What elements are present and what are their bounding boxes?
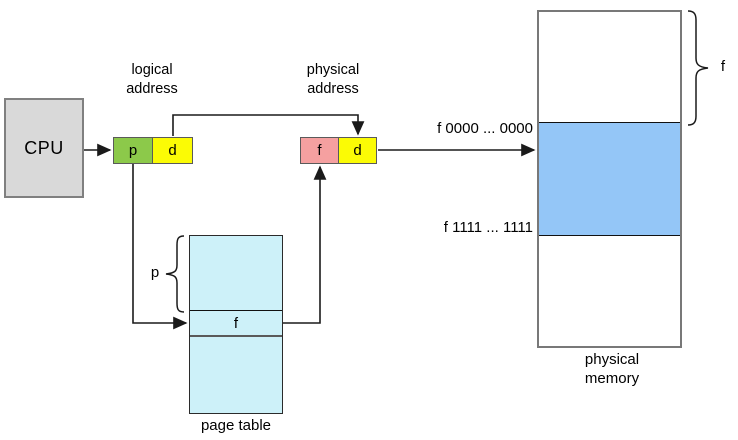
logical-address-caption: logical address	[102, 61, 202, 99]
physical-memory-frame-band	[539, 122, 680, 236]
logical-offset-cell: d	[153, 137, 193, 164]
f-frame-brace	[687, 10, 709, 126]
physical-memory-caption-line2: memory	[584, 370, 640, 387]
frame-brace-label: f	[720, 58, 726, 75]
logical-offset-label: d	[168, 142, 177, 159]
frame-start-address-label: f 0000 ... 0000	[437, 120, 533, 137]
physical-address-caption-line1: physical	[306, 62, 360, 78]
page-table-entry-row: f	[190, 310, 282, 337]
physical-memory-caption: physical memory	[562, 350, 662, 388]
p-index-brace	[165, 235, 185, 313]
physical-offset-cell: d	[339, 137, 377, 164]
physical-address-register: f d	[300, 137, 377, 164]
logical-page-number-cell: p	[113, 137, 153, 164]
cpu-box: CPU	[4, 98, 84, 198]
frame-end-address-label: f 1111 ... 1111	[443, 219, 533, 236]
connector-page-number-to-page-table	[132, 164, 188, 330]
physical-address-caption-line2: address	[307, 81, 359, 97]
physical-offset-label: d	[353, 142, 362, 159]
logical-page-number-label: p	[128, 142, 138, 159]
physical-frame-number-label: f	[317, 142, 322, 159]
physical-frame-number-cell: f	[300, 137, 339, 164]
page-table-entry-label: f	[233, 314, 239, 332]
connector-page-table-to-frame-number	[283, 165, 327, 324]
logical-address-caption-line2: address	[126, 81, 178, 97]
logical-address-caption-line1: logical	[131, 62, 173, 78]
page-index-brace-label: p	[150, 264, 160, 281]
page-table-box: f	[189, 235, 283, 414]
logical-address-register: p d	[113, 137, 193, 164]
cpu-label: CPU	[24, 137, 64, 158]
physical-address-caption: physical address	[283, 61, 383, 99]
connector-logical-offset-to-physical-offset	[172, 114, 365, 136]
physical-memory-caption-line1: physical	[584, 351, 640, 368]
page-table-caption: page table	[200, 417, 272, 434]
physical-memory-box	[537, 10, 682, 348]
